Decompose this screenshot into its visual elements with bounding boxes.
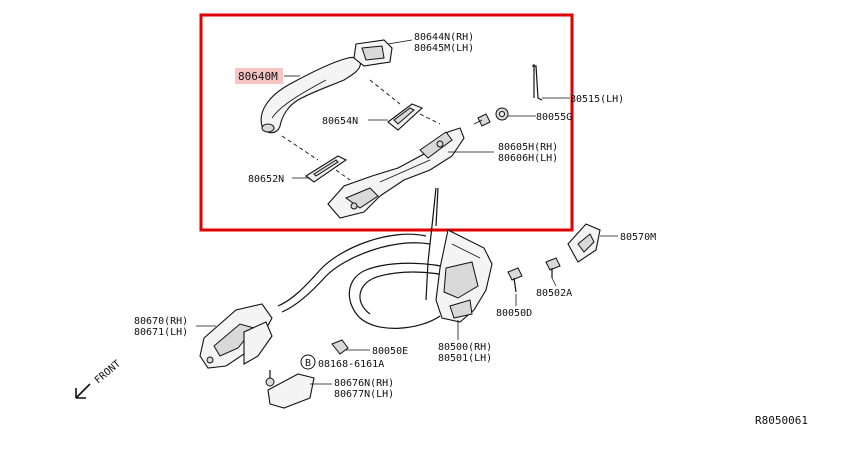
label-80502a: 80502A: [536, 288, 572, 299]
highlight-label-bg: [235, 68, 283, 84]
label-08168: 08168-6161A: [318, 359, 384, 370]
circled-symbol: [300, 354, 316, 370]
label-80515: 80515(LH): [570, 94, 624, 105]
label-80645m: 80645M(LH): [414, 43, 474, 54]
arrow-down-left-icon: [75, 383, 91, 399]
outside-handle-part: [260, 56, 361, 134]
label-80654n: 80654N: [322, 116, 358, 127]
label-80570m: 80570M: [620, 232, 656, 243]
label-80644n: 80644N(RH): [414, 32, 474, 43]
door-lock-actuator-part: [435, 229, 493, 323]
screw-icon: [473, 113, 491, 127]
inside-handle-part: [199, 303, 273, 369]
bolt-icon: [507, 267, 523, 293]
clip-part: [331, 339, 349, 355]
label-80055g: 80055G: [536, 112, 572, 123]
bolt-icon: [545, 257, 561, 278]
screw-icon: [265, 370, 275, 387]
label-80050e: 80050E: [372, 346, 408, 357]
striker-part: [567, 223, 601, 263]
inside-escutcheon-part: [267, 373, 315, 409]
rear-gasket-part: [305, 155, 348, 183]
diagram-id: R8050061: [755, 414, 808, 427]
label-80050d: 80050D: [496, 308, 532, 319]
label-80677n: 80677N(LH): [334, 389, 394, 400]
label-80501: 80501(LH): [438, 353, 492, 364]
highlight-frame: [199, 13, 574, 232]
handle-bracket-part: [327, 127, 465, 219]
label-80640m: 80640M: [238, 70, 278, 83]
label-80606h: 80606H(LH): [498, 153, 558, 164]
label-80605h: 80605H(RH): [498, 142, 558, 153]
label-80676n: 80676N(RH): [334, 378, 394, 389]
rod-part: [532, 64, 543, 101]
handle-escutcheon-part: [353, 39, 393, 67]
circled-symbol-text: B: [305, 358, 311, 369]
label-front: FRONT: [93, 359, 123, 387]
grommet-part: [495, 107, 509, 121]
label-80652n: 80652N: [248, 174, 284, 185]
label-80671: 80671(LH): [134, 327, 188, 338]
label-80500: 80500(RH): [438, 342, 492, 353]
label-80670: 80670(RH): [134, 316, 188, 327]
front-gasket-part: [387, 103, 424, 131]
